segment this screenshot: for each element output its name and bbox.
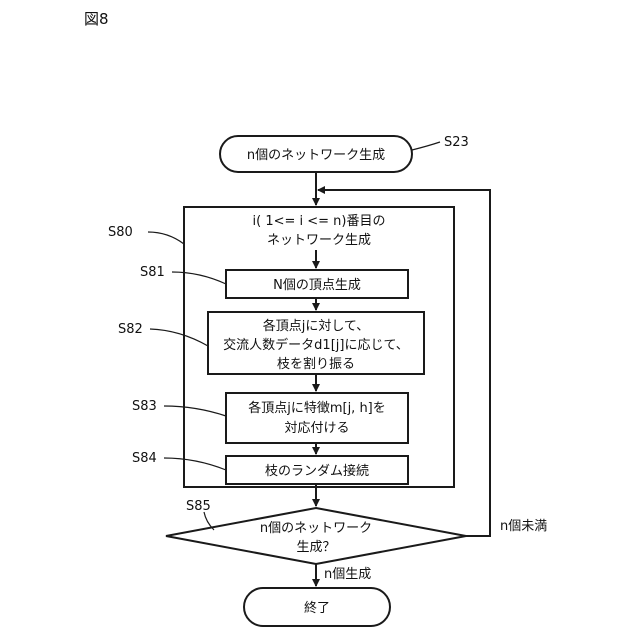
step-s84-text: 枝のランダム接続: [265, 463, 369, 479]
yes-branch-label: n個生成: [324, 567, 371, 582]
decision-line2: 生成？: [296, 540, 335, 555]
step-s83-line2: 対応付ける: [284, 421, 349, 436]
start-step-label: S23: [444, 135, 469, 150]
step-s81-text: N個の頂点生成: [273, 278, 361, 293]
decision-step-label: S85: [186, 499, 211, 514]
loop-title-line1: i( 1<= i <= n)番目の: [253, 214, 386, 229]
loop-title-line2: ネットワーク生成: [267, 233, 371, 248]
step-s83-label: S83: [132, 399, 157, 414]
decision-diamond: [166, 508, 466, 564]
step-s81-label: S81: [140, 265, 165, 280]
no-branch-label: n個未満: [500, 519, 547, 534]
step-s84-label: S84: [132, 451, 157, 466]
loop-step-label: S80: [108, 225, 133, 240]
end-label: 終了: [304, 600, 330, 616]
step-s83-line1: 各頂点jに特徴m[j, h]を: [248, 400, 386, 416]
step-s82-line3: 枝を割り振る: [277, 356, 355, 372]
loop-step-leader: [148, 232, 184, 244]
step-s82-line2: 交流人数データd1[j]に応じて、: [223, 337, 409, 353]
decision-line1: n個のネットワーク: [260, 521, 372, 536]
start-step-leader: [412, 142, 440, 150]
step-s82-line1: 各頂点jに対して、: [263, 318, 370, 334]
step-s82-label: S82: [118, 322, 143, 337]
figure-label: 図8: [84, 10, 109, 28]
start-label: n個のネットワーク生成: [247, 148, 385, 163]
